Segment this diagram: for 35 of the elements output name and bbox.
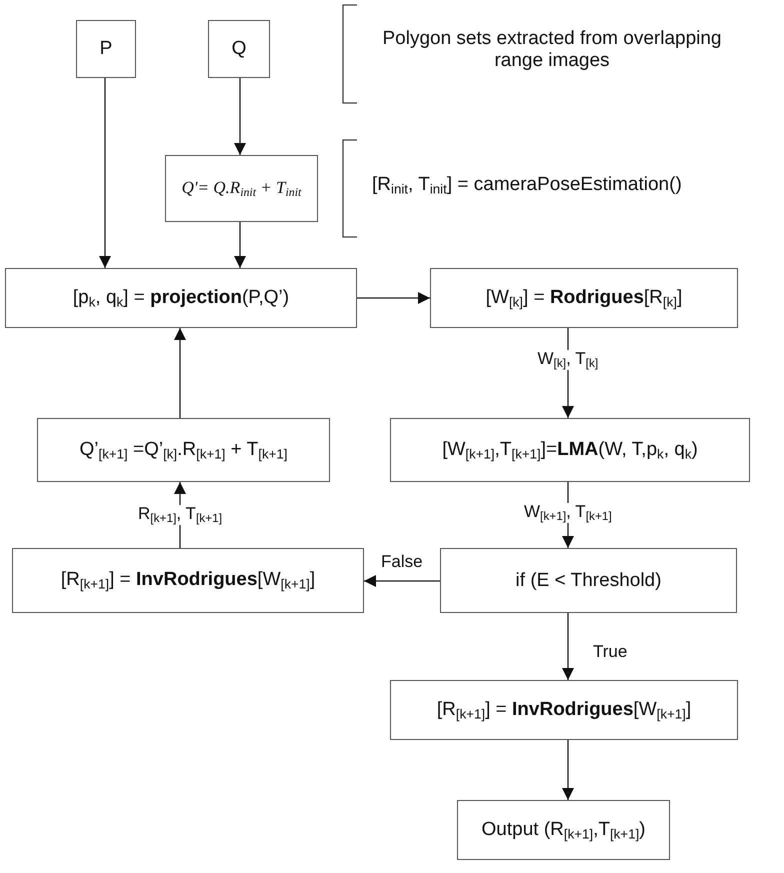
edge-label: W$_{[k]}$, T$_{[k]}$ bbox=[536, 350, 600, 370]
arrow bbox=[234, 78, 246, 155]
edge-label: R$_{[k+1]}$, T$_{[k+1]}$ bbox=[137, 505, 224, 526]
process-box bbox=[457, 800, 670, 860]
process-box bbox=[76, 20, 136, 78]
box-text: P bbox=[100, 38, 112, 60]
edge-label: W$_{[k+1]}$, T$_{[k+1]}$ bbox=[523, 503, 613, 524]
process-box bbox=[5, 268, 357, 328]
arrow bbox=[364, 575, 440, 587]
process-box bbox=[390, 680, 738, 740]
note-text: Polygon sets extracted from overlapping range images bbox=[381, 28, 722, 72]
formula-box bbox=[165, 155, 318, 222]
process-box bbox=[430, 268, 738, 328]
process-box bbox=[37, 418, 330, 482]
box-text: Output (R$_{[k+1]}$,T$_{[k+1]}$) bbox=[482, 818, 646, 842]
box-text: [W$_{[k+1]}$,T$_{[k+1]}$]=LMA(W, T,p$_{k}$, q$_{k}$) bbox=[442, 438, 698, 462]
process-box bbox=[12, 548, 364, 613]
arrow bbox=[357, 292, 430, 304]
box-text: Q bbox=[232, 38, 246, 60]
note-text: [R$_{init}$, T$_{init}$] = cameraPoseEstimation() bbox=[372, 174, 683, 196]
box-text: [W$_{[k]}$] = Rodrigues[R$_{[k]}$] bbox=[486, 286, 682, 310]
box-text: [R$_{[k+1]}$] = InvRodrigues[W$_{[k+1]}$] bbox=[436, 698, 692, 722]
box-text: Q’$_{[k+1]}$ =Q’$_{[k]}$.R$_{[k+1]}$ + T$_{[k+1]}$ bbox=[80, 438, 288, 462]
decision-box bbox=[440, 548, 737, 613]
process-box bbox=[390, 418, 750, 482]
box-text: [p$_{k}$, q$_{k}$] = projection(P,Q’) bbox=[72, 286, 290, 310]
box-text: [R$_{[k+1]}$] = InvRodrigues[W$_{[k+1]}$] bbox=[60, 569, 316, 592]
arrow bbox=[234, 222, 246, 268]
process-box bbox=[208, 20, 270, 78]
arrow bbox=[174, 328, 186, 418]
arrow bbox=[562, 613, 574, 680]
arrow bbox=[99, 78, 111, 268]
box-text: if (E < Threshold) bbox=[516, 570, 662, 592]
arrow bbox=[562, 740, 574, 800]
formula-text: Q'= Q.R$_{init}$ + T$_{init}$ bbox=[182, 178, 302, 200]
